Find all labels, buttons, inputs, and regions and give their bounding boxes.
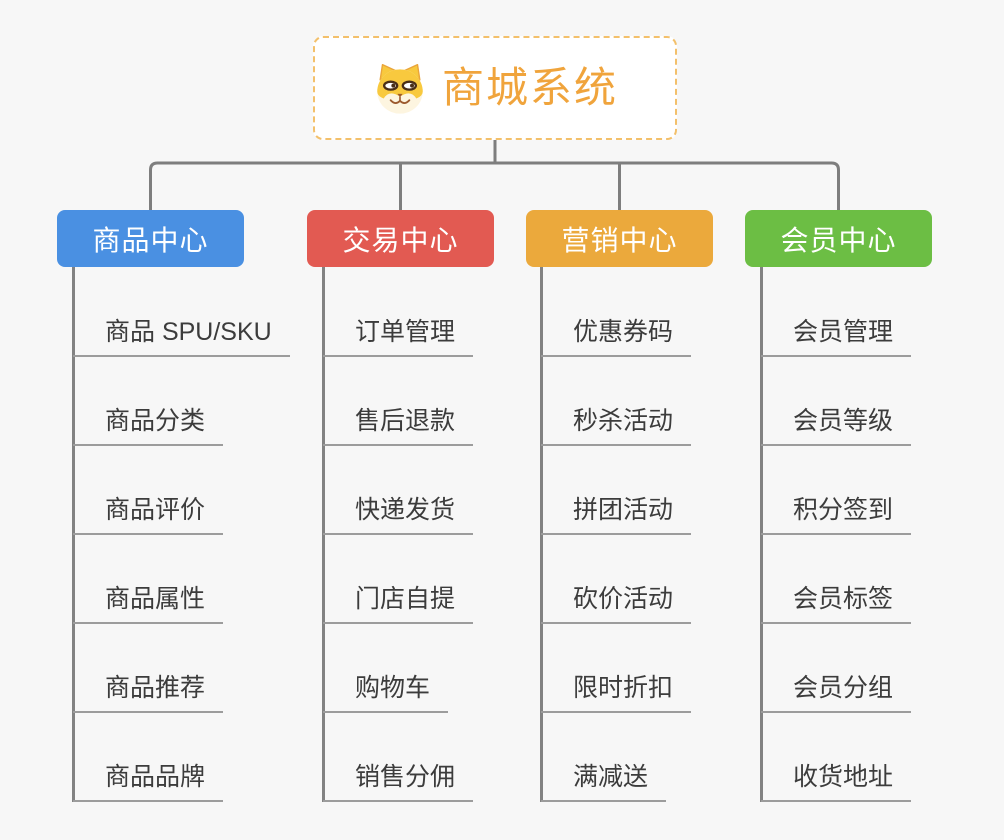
root-node-mall-system[interactable]: 商城系统 [313,36,677,140]
root-title: 商城系统 [441,64,618,111]
leaf-node[interactable]: 商品 SPU/SKU [73,309,290,357]
leaf-node[interactable]: 快递发货 [323,487,474,535]
leaf-node[interactable]: 拼团活动 [541,487,692,535]
branch-label: 营销中心 [561,224,678,256]
leaf-node[interactable]: 限时折扣 [541,665,692,713]
branch-column-trade-center: 订单管理 售后退款 快递发货 门店自提 购物车 销售分佣 [322,267,573,803]
branch-label: 交易中心 [342,224,459,256]
leaf-node[interactable]: 售后退款 [323,398,474,446]
leaf-node[interactable]: 订单管理 [323,309,474,357]
branch-node-member-center[interactable]: 会员中心 [745,210,932,267]
leaf-node[interactable]: 商品品牌 [73,754,224,802]
leaf-node[interactable]: 购物车 [323,665,449,713]
leaf-node[interactable]: 商品分类 [73,398,224,446]
leaf-node[interactable]: 会员标签 [761,576,912,624]
leaf-node[interactable]: 商品推荐 [73,665,224,713]
leaf-node[interactable]: 销售分佣 [323,754,474,802]
leaf-node[interactable]: 会员管理 [761,309,912,357]
leaf-node[interactable]: 砍价活动 [541,576,692,624]
branch-column-product-center: 商品 SPU/SKU 商品分类 商品评价 商品属性 商品推荐 商品品牌 [72,267,323,803]
leaf-node[interactable]: 收货地址 [761,754,912,802]
leaf-node[interactable]: 积分签到 [761,487,912,535]
branch-column-member-center: 会员管理 会员等级 积分签到 会员标签 会员分组 收货地址 [760,267,1004,803]
leaf-node[interactable]: 会员分组 [761,665,912,713]
branch-label: 会员中心 [780,224,897,256]
leaf-node[interactable]: 会员等级 [761,398,912,446]
leaf-node[interactable]: 满减送 [541,754,667,802]
branch-column-marketing-center: 优惠券码 秒杀活动 拼团活动 砍价活动 限时折扣 满减送 [540,267,791,803]
branch-node-trade-center[interactable]: 交易中心 [307,210,494,267]
branch-label: 商品中心 [92,224,209,256]
leaf-node[interactable]: 商品属性 [73,576,224,624]
leaf-node[interactable]: 秒杀活动 [541,398,692,446]
leaf-node[interactable]: 门店自提 [323,576,474,624]
branch-node-product-center[interactable]: 商品中心 [57,210,244,267]
branch-node-marketing-center[interactable]: 营销中心 [526,210,713,267]
leaf-node[interactable]: 优惠券码 [541,309,692,357]
leaf-node[interactable]: 商品评价 [73,487,224,535]
dog-face-icon [377,63,423,114]
